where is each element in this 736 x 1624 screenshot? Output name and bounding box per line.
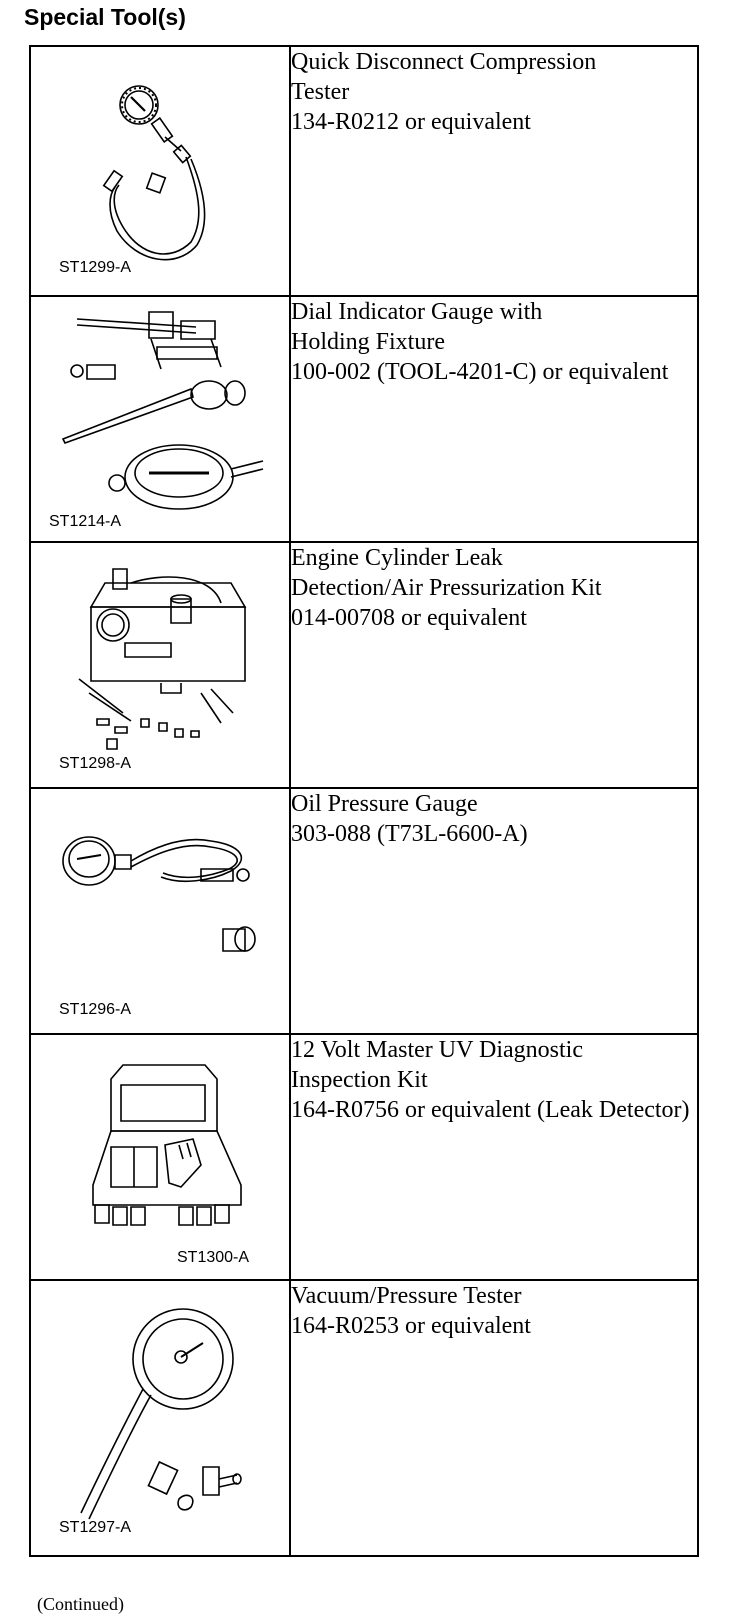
tool-name: Vacuum/Pressure Tester (291, 1283, 522, 1309)
oil-pressure-gauge-icon (31, 789, 289, 1035)
continued-note: (Continued) (37, 1594, 124, 1614)
leak-detection-kit-icon (31, 543, 289, 789)
tool-illustration-cell: ST1214-A (29, 295, 291, 543)
tool-code: ST1298-A (59, 755, 132, 772)
tool-description-cell: Dial Indicator Gauge with Holding Fixtur… (289, 295, 699, 543)
special-tools-table: ST1299-A Quick Disconnect Compression Te… (29, 45, 699, 1557)
table-row: ST1214-A Dial Indicator Gauge with Holdi… (29, 295, 699, 543)
tool-name: Oil Pressure Gauge (291, 791, 478, 817)
tool-part-number: 164-R0253 or equivalent (291, 1313, 531, 1339)
tool-code: ST1300-A (177, 1249, 250, 1266)
tool-name: Holding Fixture (291, 329, 445, 355)
tool-description-cell: 12 Volt Master UV Diagnostic Inspection … (289, 1033, 699, 1281)
tool-illustration-cell: ST1296-A (29, 787, 291, 1035)
table-row: ST1298-A Engine Cylinder Leak Detection/… (29, 541, 699, 789)
table-row: ST1296-A Oil Pressure Gauge 303-088 (T73… (29, 787, 699, 1035)
tool-name: 12 Volt Master UV Diagnostic (291, 1037, 583, 1063)
tool-code: ST1299-A (59, 259, 132, 276)
tool-part-number: 134-R0212 or equivalent (291, 109, 531, 135)
tool-code: ST1297-A (59, 1519, 132, 1536)
tool-name: Quick Disconnect Compression (291, 49, 597, 75)
tool-description-cell: Engine Cylinder Leak Detection/Air Press… (289, 541, 699, 789)
tool-illustration-cell: ST1300-A (29, 1033, 291, 1281)
table-row: ST1300-A 12 Volt Master UV Diagnostic In… (29, 1033, 699, 1281)
tool-illustration-cell: ST1298-A (29, 541, 291, 789)
tool-part-number: 014-00708 or equivalent (291, 605, 527, 631)
tool-part-number: 303-088 (T73L-6600-A) (291, 821, 528, 847)
tool-code: ST1214-A (49, 513, 122, 530)
tool-part-number: 164-R0756 or equivalent (Leak Detector) (291, 1097, 690, 1123)
tool-part-number: 100-002 (TOOL-4201-C) or equivalent (291, 359, 669, 385)
vacuum-pressure-tester-icon (31, 1281, 289, 1557)
tool-description-cell: Vacuum/Pressure Tester 164-R0253 or equi… (289, 1279, 699, 1557)
tool-code: ST1296-A (59, 1001, 132, 1018)
table-row: ST1297-A Vacuum/Pressure Tester 164-R025… (29, 1279, 699, 1557)
tool-illustration-cell: ST1297-A (29, 1279, 291, 1557)
page-title: Special Tool(s) (24, 4, 186, 30)
tool-description-cell: Oil Pressure Gauge 303-088 (T73L-6600-A) (289, 787, 699, 1035)
compression-tester-icon (31, 47, 289, 297)
table-row: ST1299-A Quick Disconnect Compression Te… (29, 45, 699, 297)
tool-name: Inspection Kit (291, 1067, 428, 1093)
tool-name: Dial Indicator Gauge with (291, 299, 543, 325)
tool-description-cell: Quick Disconnect Compression Tester 134-… (289, 45, 699, 297)
tool-name: Engine Cylinder Leak (291, 545, 503, 571)
dial-indicator-icon (31, 297, 289, 543)
tool-name: Tester (291, 79, 350, 105)
uv-diagnostic-kit-icon (31, 1035, 289, 1281)
tool-name: Detection/Air Pressurization Kit (291, 575, 602, 601)
tool-illustration-cell: ST1299-A (29, 45, 291, 297)
